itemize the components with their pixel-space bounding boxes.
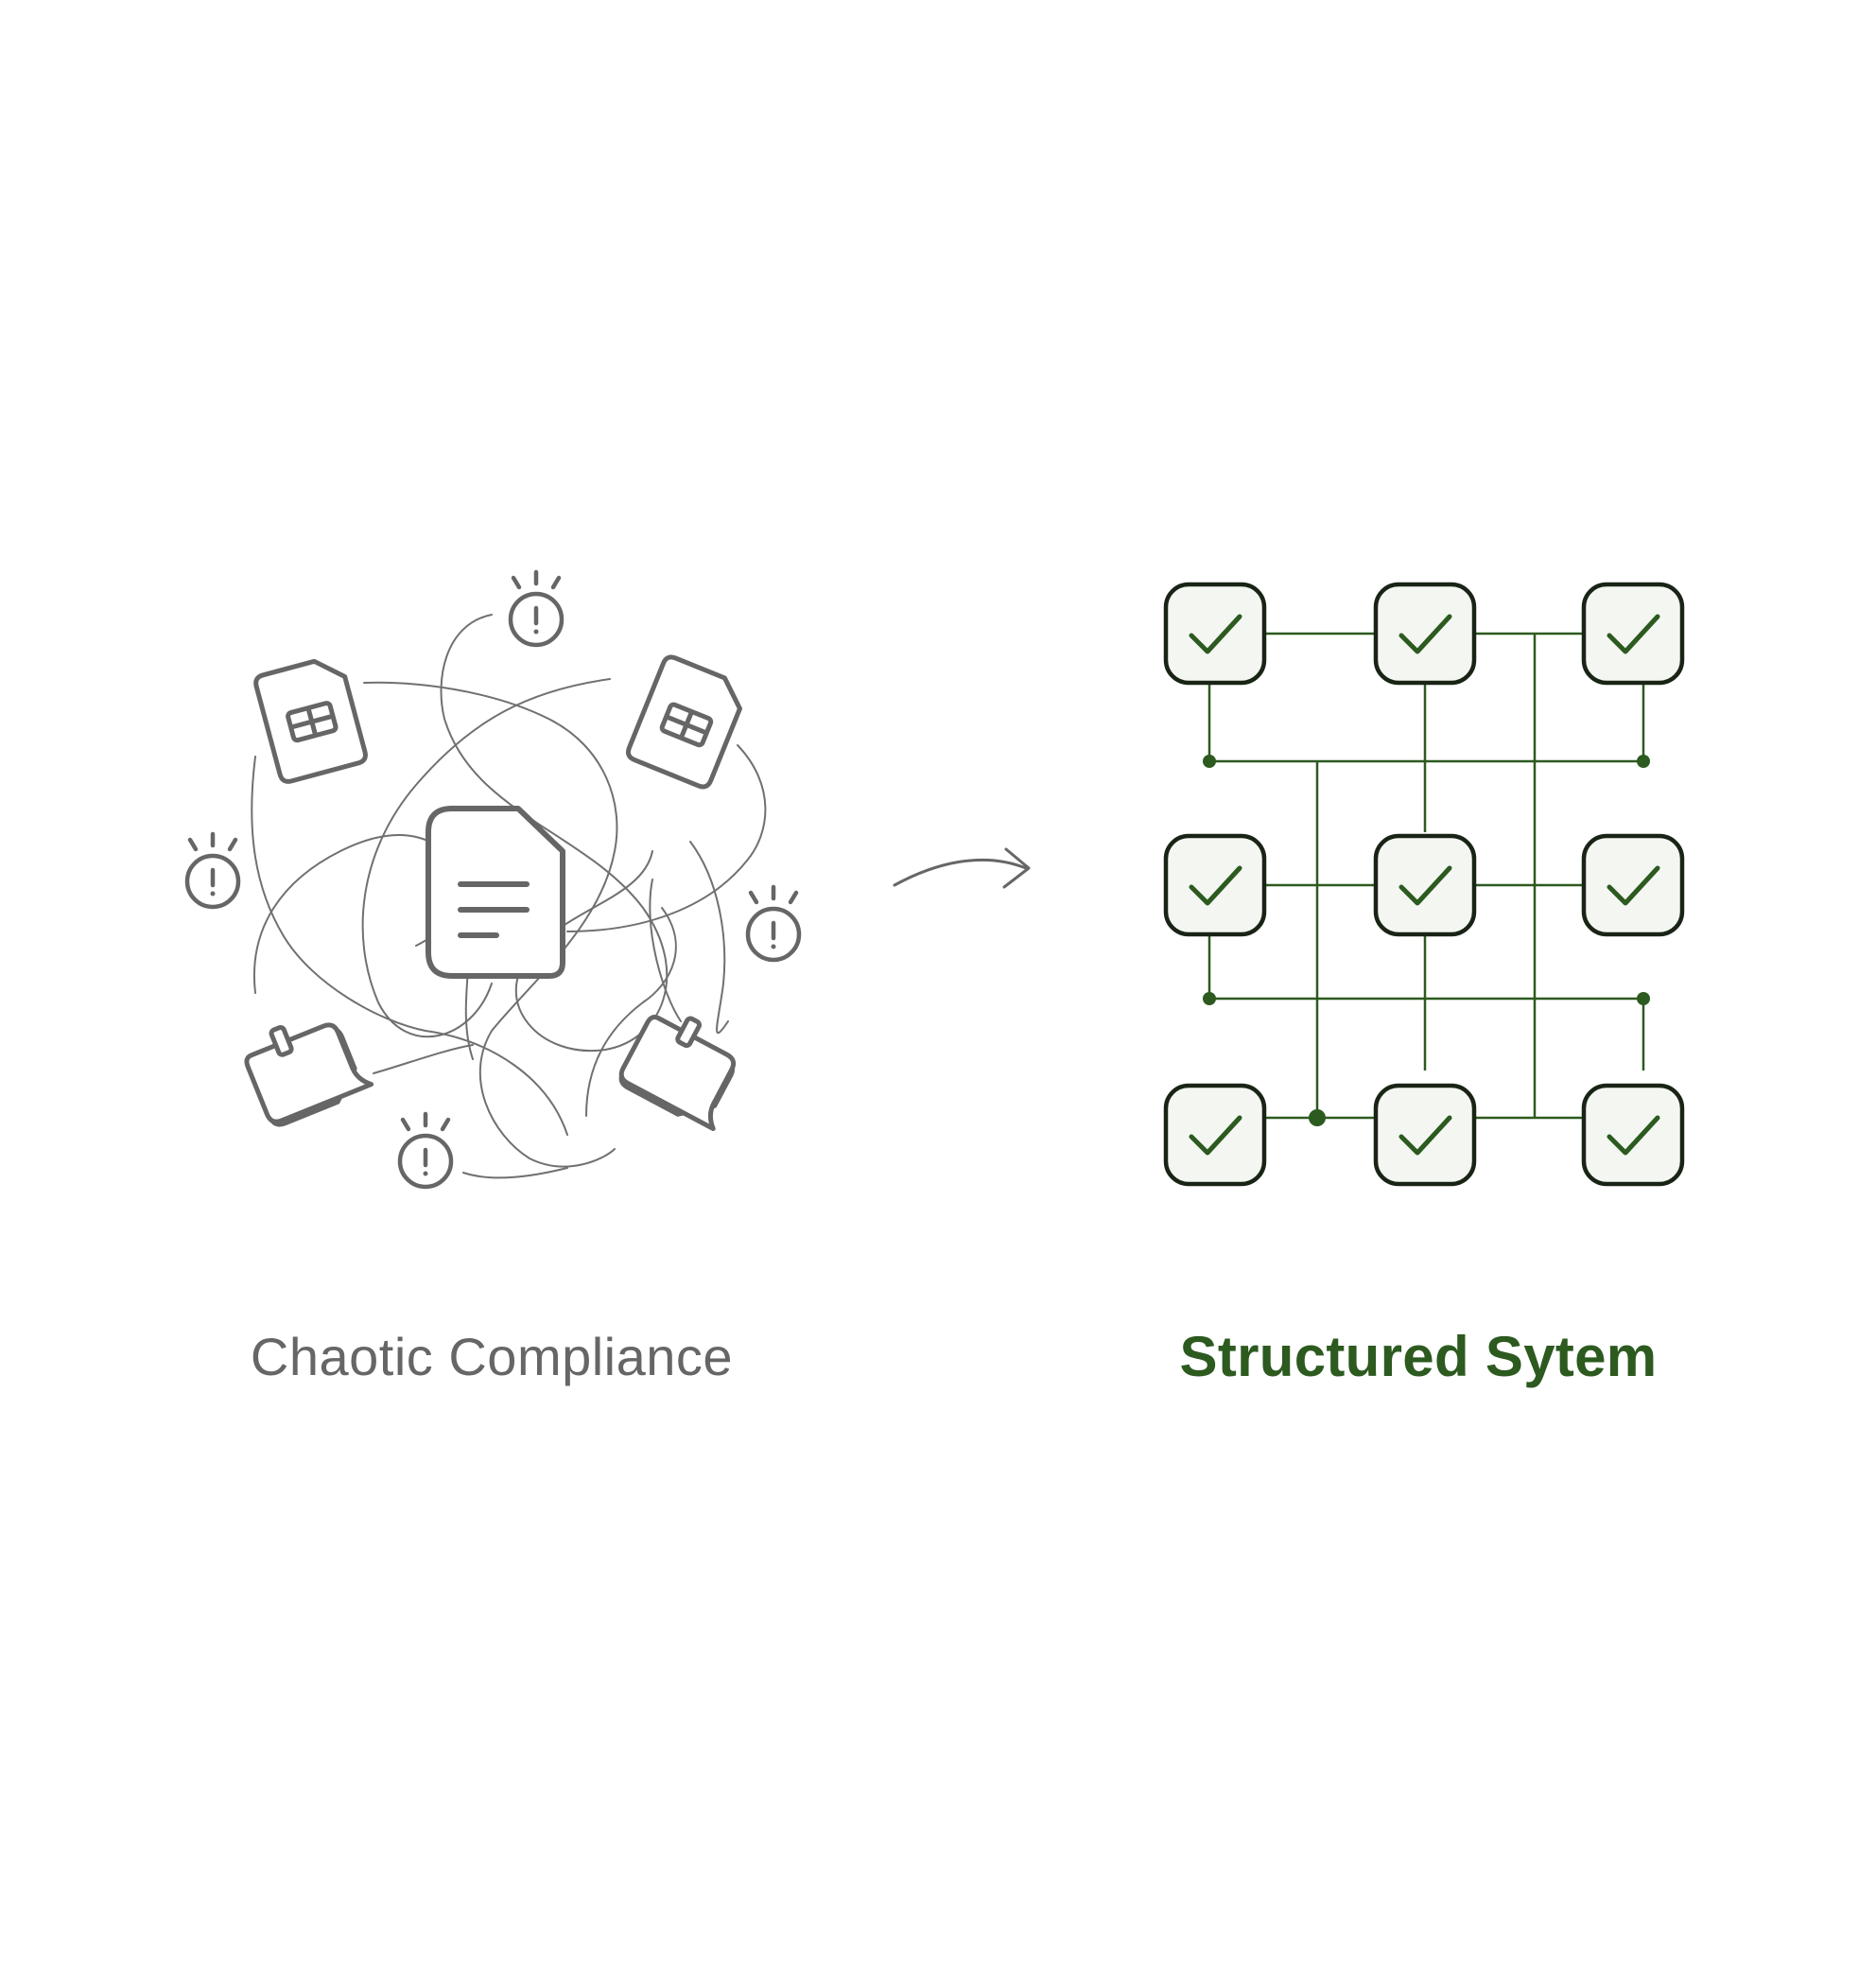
- sticky-note-icon: [618, 1015, 737, 1131]
- alert-icon: [745, 884, 802, 963]
- alert-icon: [184, 831, 241, 910]
- checkbox-icon: [1373, 1083, 1477, 1187]
- grid-connectors: [1207, 632, 1645, 1120]
- checkbox-icon: [1163, 833, 1267, 937]
- grid-junctions: [1203, 755, 1650, 1126]
- checkbox-icon: [1581, 833, 1685, 937]
- alert-icon: [508, 569, 565, 648]
- document-icon: [426, 806, 565, 979]
- sticky-note-icon: [244, 1022, 374, 1127]
- checkbox-icon: [1581, 1083, 1685, 1187]
- alert-icon: [397, 1111, 454, 1190]
- structured-grid: [1163, 582, 1685, 1187]
- checkbox-icon: [1581, 582, 1685, 686]
- check-nodes: [1163, 582, 1685, 1187]
- chaotic-cluster: [184, 569, 802, 1190]
- arrow-right-icon: [893, 847, 1031, 889]
- checkbox-icon: [1163, 582, 1267, 686]
- checkbox-icon: [1373, 582, 1477, 686]
- checkbox-icon: [1373, 833, 1477, 937]
- checkbox-icon: [1163, 1083, 1267, 1187]
- structured-system-caption: Structured Sytem: [1179, 1325, 1658, 1388]
- sim-card-icon: [625, 654, 742, 790]
- sim-card-icon: [253, 658, 368, 784]
- chaotic-compliance-caption: Chaotic Compliance: [250, 1327, 734, 1386]
